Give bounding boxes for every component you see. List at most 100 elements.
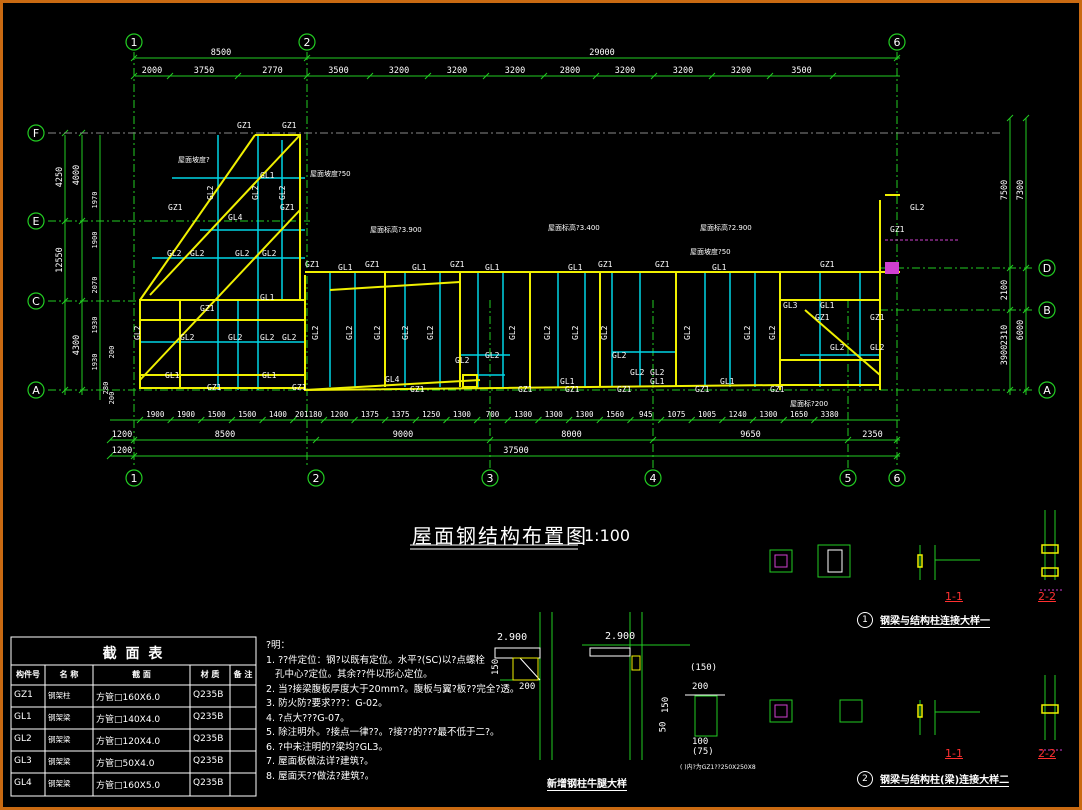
notes-list: 1. ??件定位：钢?以既有定位。水平?(SC)以?点螺栓 孔中心?定位。其余?… (266, 654, 519, 785)
member-gl1: GL1 (485, 263, 500, 272)
dim-tick (443, 416, 450, 424)
dim-top-segment: 3500 (328, 66, 348, 76)
member-gl2: GL2 (180, 333, 195, 342)
dim-tick (197, 416, 205, 424)
member-gz1: GZ1 (280, 203, 295, 212)
member-gz1: GZ1 (655, 260, 670, 269)
drawing-title: 屋面钢结构布置图 (412, 524, 588, 548)
note-item: 4. ?点大???G-07。 (266, 712, 350, 724)
general-notes: ?明： 1. ??件定位：钢?以既有定位。水平?(SC)以?点螺栓 孔中心?定位… (266, 639, 519, 785)
dim-top-overall: 29000 (589, 48, 615, 58)
dim-top-segment: 2770 (262, 66, 282, 76)
dim-left: 1900 (91, 232, 99, 249)
sections-table-title: 截 面 表 (102, 646, 165, 662)
corbel-dim-200a: 200 (519, 682, 536, 692)
grid-bubble-label: A (32, 384, 40, 397)
secondary-beams (140, 135, 880, 390)
member-gz1: GZ1 (518, 385, 533, 394)
grid-bubble-label: B (1043, 304, 1051, 317)
dim-right: 2100 (1000, 280, 1010, 300)
grid-bubble-bottom-4: 4 (644, 469, 662, 487)
member-gz1: GZ1 (410, 385, 425, 394)
member-gz1: GZ1 (168, 203, 183, 212)
table-cell: GL4 (14, 778, 32, 788)
dim-tick (289, 416, 297, 424)
table-cell: 方管□50X4.0 (96, 759, 155, 769)
member-gl2: GL2 (630, 368, 645, 377)
corbel-elev-2: 2.900 (605, 631, 636, 642)
member-gl2: GL2 (262, 249, 277, 258)
dim-top-segment: 2000 (142, 66, 162, 76)
dim-tick (412, 416, 420, 424)
dim-top-segment: 3500 (791, 66, 811, 76)
detail-1-section-2: 2-2 (1038, 590, 1056, 603)
dim-tick (351, 416, 358, 424)
table-cell: 方管□120X4.0 (96, 737, 161, 747)
member-gl2-vertical: GL2 (206, 185, 215, 200)
dim-right: 2310 (1000, 325, 1010, 345)
table-header-cell: 截 面 (132, 670, 151, 679)
member-gl1: GL1 (260, 171, 275, 180)
dim-bottom-row1: 201180 (295, 410, 323, 419)
dim-left: 1970 (91, 192, 99, 209)
table-cell: Q235B (193, 734, 224, 744)
table-cell: 方管□160X6.0 (96, 693, 161, 703)
member-gl2-vertical: GL2 (768, 325, 777, 340)
dim-bottom-row2: 9000 (393, 430, 413, 440)
member-gl1: GL1 (720, 377, 735, 386)
dim-bottom-row1: 1300 (453, 410, 472, 419)
dim-top-segment: 3200 (505, 66, 525, 76)
dim-tick (381, 416, 389, 424)
grid-bubble-right-A: A (1038, 381, 1056, 399)
member-gl2-vertical: GL2 (600, 325, 609, 340)
dim-tick (592, 72, 600, 80)
dim-bottom-row1: 1650 (790, 410, 809, 419)
dim-tick (650, 72, 658, 80)
dim-tick (167, 416, 175, 424)
member-gl2-vertical: GL2 (133, 325, 142, 340)
grid-bubble-label: D (1043, 262, 1051, 275)
slope-note: 屋面标高?3.400 (548, 223, 600, 232)
member-gz1: GZ1 (617, 385, 632, 394)
table-cell: 钢架梁 (48, 779, 71, 788)
member-gl2: GL2 (612, 351, 627, 360)
grid-bubble-label: 6 (894, 36, 901, 49)
member-gl2-vertical: GL2 (251, 185, 260, 200)
member-gz1: GZ1 (820, 260, 835, 269)
dim-tick (535, 416, 542, 424)
dim-bottom-row2: 8500 (215, 430, 235, 440)
dim-right: 7300 (1016, 180, 1026, 200)
dim-tick (1022, 114, 1030, 122)
member-gz1: GZ1 (237, 121, 252, 130)
grid-bubble-label: 4 (650, 472, 657, 485)
dim-bottom-row2: 9650 (740, 430, 760, 440)
dim-tick (688, 416, 696, 424)
dim-tick (320, 416, 328, 424)
dim-bottom-row1: 1500 (208, 410, 227, 419)
dim-left: 12550 (55, 247, 65, 273)
grid-bubble-left-A: A (27, 381, 45, 399)
note-item: 7. 屋面板做法详?建筑?。 (266, 756, 374, 767)
dim-top-segment: 3200 (673, 66, 693, 76)
dim-tick (473, 416, 481, 424)
table-cell: GL3 (14, 756, 32, 766)
slope-note: 屋面坡度?50 (690, 247, 731, 256)
detail-1-title: 钢梁与结构柱连接大样一 (880, 612, 990, 628)
dim-tick (766, 72, 774, 80)
member-gl2-vertical: GL2 (571, 325, 580, 340)
dim-tick (106, 436, 114, 444)
member-gl1: GL1 (712, 263, 727, 272)
dim-right: 3900 (1000, 345, 1010, 365)
member-gl2: GL2 (910, 203, 925, 212)
dim-bottom-row1: 1375 (392, 410, 410, 419)
member-gz1: GZ1 (200, 304, 215, 313)
table-header-cell: 备 注 (233, 670, 253, 679)
dim-tick (708, 72, 716, 80)
dim-bottom-row1: 945 (639, 410, 653, 419)
slope-note: 屋面标高?2.900 (700, 223, 752, 232)
dim-left: 2070 (91, 277, 99, 294)
